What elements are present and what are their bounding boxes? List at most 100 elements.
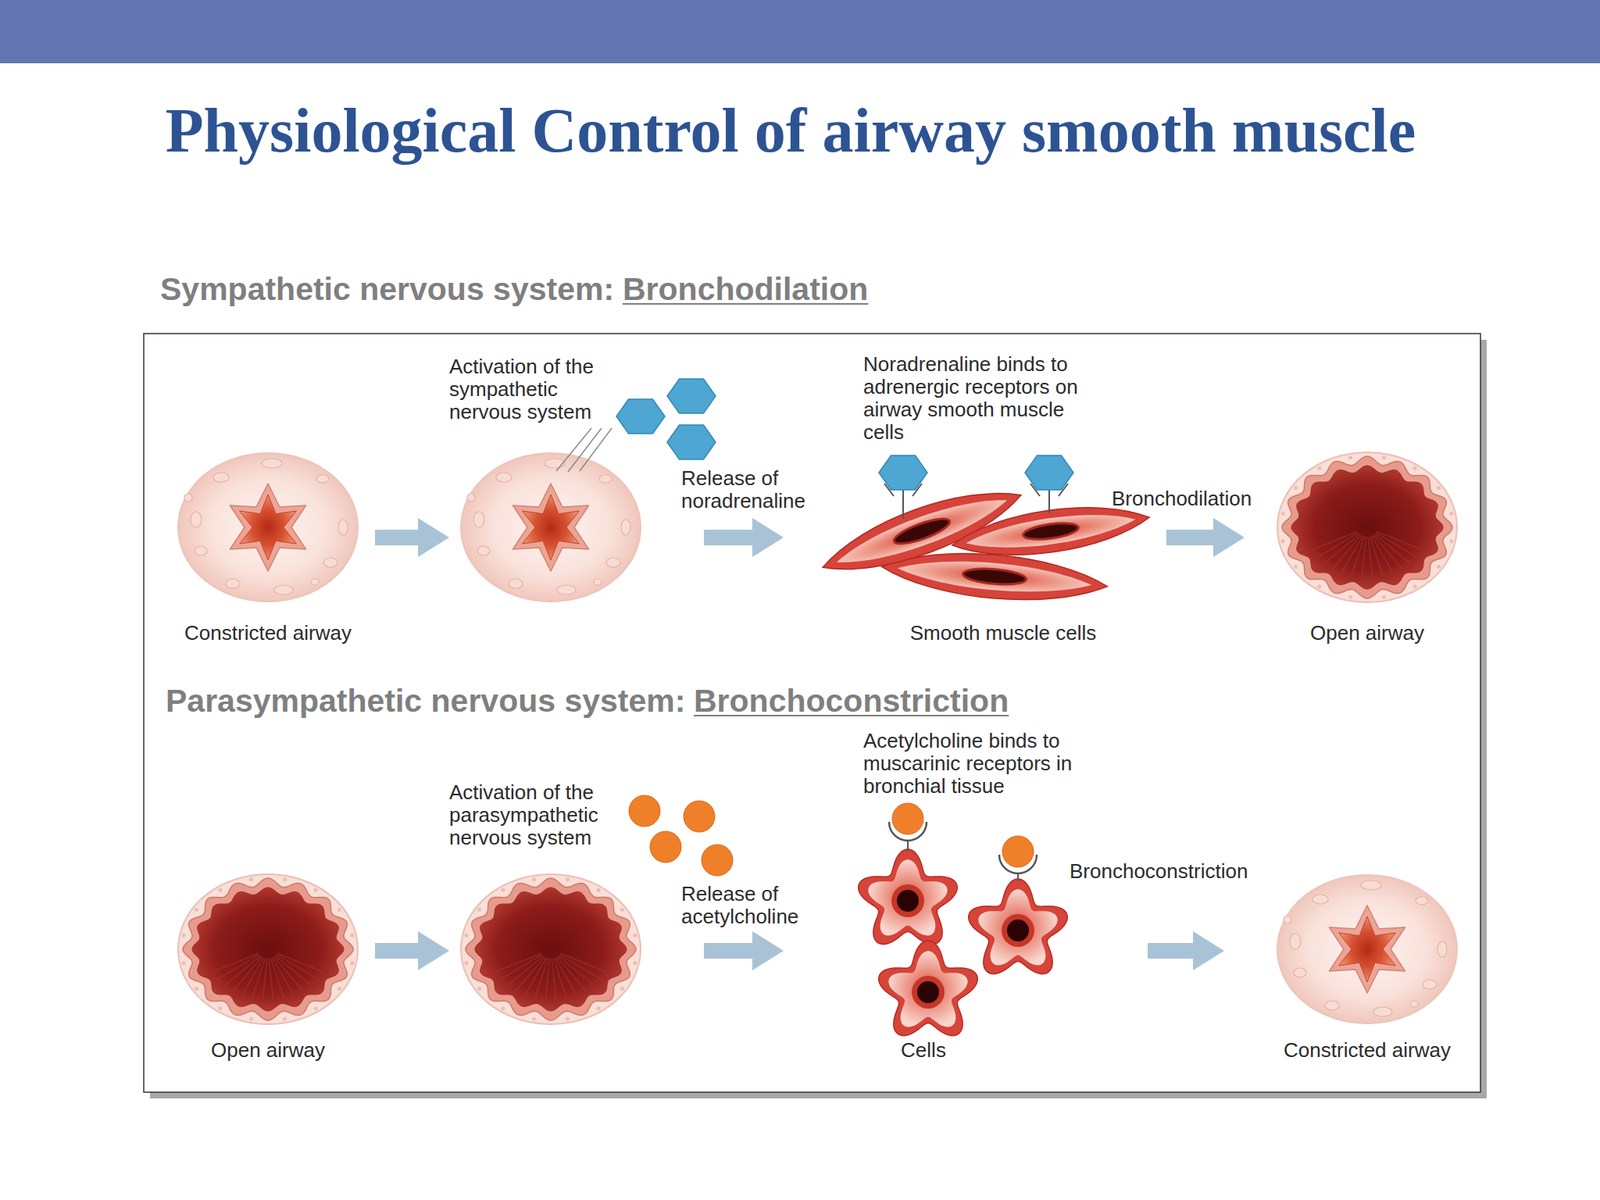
gland xyxy=(467,493,475,502)
wall-dot xyxy=(632,933,637,938)
nerve-activation-node: Activation of the parasympathetic nervou… xyxy=(449,781,704,1036)
airway-lining xyxy=(1329,905,1406,993)
wall-dot xyxy=(596,1006,601,1011)
cell-nucleus xyxy=(917,981,940,1004)
gland xyxy=(1283,915,1292,924)
nerve-leader-line xyxy=(579,428,612,472)
gland xyxy=(1437,941,1447,958)
cell-membrane xyxy=(968,878,1068,975)
wall-dot xyxy=(249,877,254,882)
arrow-label: Release of noradrenaline xyxy=(681,467,822,513)
acetylcholine-molecule xyxy=(701,844,733,876)
wall-dot xyxy=(350,960,354,965)
gland xyxy=(194,546,208,556)
open-airway-drawing xyxy=(1277,452,1458,603)
wall-dot xyxy=(532,1017,536,1022)
lumen-streak xyxy=(212,953,259,972)
cytoplasm xyxy=(978,889,1058,965)
lumen-streak xyxy=(535,958,549,998)
slide-title: Physiological Control of airway smooth m… xyxy=(0,92,1582,168)
open-airway-drawing xyxy=(178,874,358,1025)
gland xyxy=(1360,880,1382,890)
gland xyxy=(310,578,319,586)
gland xyxy=(496,472,512,483)
airway-lumen xyxy=(1291,465,1443,590)
cell-nucleus xyxy=(896,889,919,912)
wall-dot xyxy=(1317,584,1322,589)
gland xyxy=(190,511,202,528)
wall-dot xyxy=(350,933,354,938)
title-band xyxy=(0,0,1600,64)
wall-dot xyxy=(314,888,318,893)
lumen-streak xyxy=(1311,531,1358,550)
airway-node: Constricted airway xyxy=(1224,875,1511,1075)
node-label: Open airway xyxy=(160,1039,375,1062)
gland xyxy=(184,493,193,502)
nerve-activation-node: Activation of the sympathetic nervous sy… xyxy=(449,355,704,614)
noradrenaline-molecule xyxy=(616,399,665,434)
wall-dot xyxy=(1348,455,1353,460)
wall-dot xyxy=(1413,466,1418,471)
wall-dot xyxy=(1317,466,1322,471)
noradrenaline-molecule xyxy=(667,378,716,414)
arrow-label: Release of acetylcholine xyxy=(681,882,822,929)
node-label: Noradrenaline binds to adrenergic recept… xyxy=(863,353,1086,444)
airway-lining xyxy=(465,878,636,1021)
gland xyxy=(477,546,490,556)
node-label: Activation of the sympathetic nervous sy… xyxy=(449,355,606,424)
node-label: Constricted airway xyxy=(160,621,375,645)
gland xyxy=(621,519,631,536)
acetylcholine-molecule xyxy=(1002,835,1034,868)
gland xyxy=(213,472,229,483)
cell-nucleus xyxy=(1007,919,1029,942)
node-caption: Smooth muscle cells xyxy=(885,621,1121,645)
nucleus-ring xyxy=(911,975,945,1009)
bronchial-cells-node: Acetylcholine binds to muscarinic recept… xyxy=(783,726,1148,1071)
gland xyxy=(274,585,293,595)
wall-dot xyxy=(182,960,186,965)
gland xyxy=(316,475,329,483)
section-outcome: Bronchoconstriction xyxy=(693,681,1009,721)
airway-lumen xyxy=(522,494,580,561)
wall-dot xyxy=(565,877,570,882)
flow-arrow xyxy=(375,931,450,971)
gland xyxy=(1325,1000,1340,1011)
node-label: Constricted airway xyxy=(1224,1039,1511,1062)
cytoplasm xyxy=(888,950,968,1027)
airway-lining xyxy=(1282,456,1453,599)
receptor-stem xyxy=(907,840,909,852)
flow-arrow xyxy=(703,931,784,971)
wall-dot xyxy=(1293,485,1298,490)
acetylcholine-molecule xyxy=(892,803,924,835)
wall-dot xyxy=(596,888,601,893)
nucleus-ring xyxy=(1001,914,1035,947)
gland xyxy=(1415,896,1429,905)
airway-lining xyxy=(182,878,354,1021)
acetylcholine-molecule xyxy=(650,831,682,863)
nerve-leader-line xyxy=(567,428,602,472)
constricted-airway-drawing xyxy=(1277,875,1458,1024)
flow-arrow xyxy=(375,517,450,558)
acetylcholine-molecule xyxy=(628,795,661,827)
lumen-streak xyxy=(558,956,595,986)
airway-wall xyxy=(1277,452,1458,603)
receptor-stem xyxy=(1048,489,1050,514)
wall-dot xyxy=(500,1006,505,1011)
wall-dot xyxy=(194,986,199,991)
airway-node: Constricted airway xyxy=(160,453,375,658)
gland xyxy=(338,519,348,536)
gland xyxy=(225,578,240,589)
bronchial-cell xyxy=(878,940,979,1036)
cell-membrane xyxy=(878,940,979,1036)
constricted-airway-drawing xyxy=(178,453,358,602)
flow-arrow xyxy=(1147,931,1225,971)
gland xyxy=(1410,1000,1418,1008)
gland xyxy=(599,475,612,483)
wall-dot xyxy=(532,877,536,882)
bronchial-cell xyxy=(858,849,958,945)
wall-dot xyxy=(1281,539,1286,543)
wall-dot xyxy=(1449,539,1454,543)
wall-dot xyxy=(217,1006,222,1011)
